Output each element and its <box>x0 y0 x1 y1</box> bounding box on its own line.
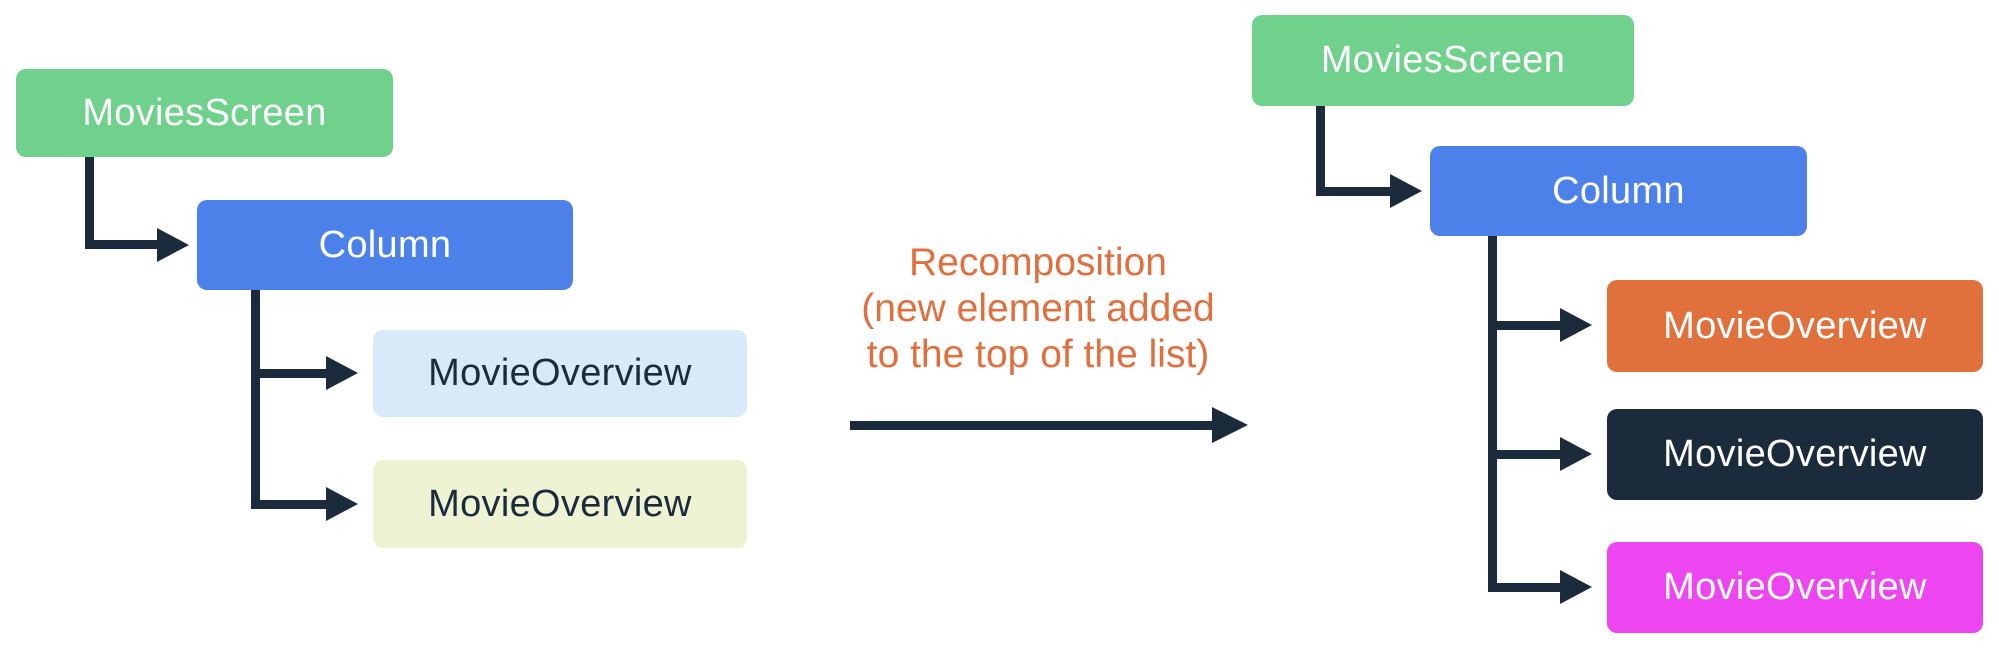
left-branch-1 <box>251 369 326 378</box>
arrowhead-icon <box>326 356 358 390</box>
left-column-node: Column <box>197 200 573 290</box>
left-movieoverview-node-1: MovieOverview <box>373 330 747 417</box>
left-column-connector-trunk <box>251 290 260 508</box>
left-root-connector-horizontal <box>85 240 157 249</box>
caption-line-2: (new element added <box>861 287 1215 330</box>
right-movieoverview-node-3: MovieOverview <box>1607 542 1983 633</box>
right-branch-1 <box>1488 321 1560 330</box>
right-column-node: Column <box>1430 146 1807 236</box>
caption-line-3: to the top of the list) <box>866 333 1210 376</box>
arrowhead-icon <box>1560 570 1592 604</box>
arrowhead-icon <box>1560 308 1592 342</box>
right-branch-3 <box>1488 583 1560 592</box>
right-root-connector-horizontal <box>1316 187 1390 196</box>
right-movieoverview-node-1: MovieOverview <box>1607 280 1983 372</box>
recomposition-caption: Recomposition (new element added to the … <box>843 240 1233 378</box>
arrowhead-icon <box>157 228 189 262</box>
right-movieoverview-node-2: MovieOverview <box>1607 409 1983 500</box>
arrowhead-icon <box>1390 174 1422 208</box>
left-root-connector-vertical <box>85 157 94 249</box>
left-movieoverview-node-2: MovieOverview <box>373 460 747 548</box>
transition-arrowhead-icon <box>1212 407 1248 443</box>
right-branch-2 <box>1488 450 1560 459</box>
right-root-connector-vertical <box>1316 106 1325 196</box>
right-moviesscreen-node: MoviesScreen <box>1252 15 1634 106</box>
left-branch-2 <box>251 500 326 509</box>
caption-line-1: Recomposition <box>909 241 1167 284</box>
arrowhead-icon <box>326 487 358 521</box>
left-moviesscreen-node: MoviesScreen <box>16 69 393 157</box>
right-column-connector-trunk <box>1488 236 1497 592</box>
transition-arrow-shaft <box>850 421 1212 430</box>
arrowhead-icon <box>1560 437 1592 471</box>
